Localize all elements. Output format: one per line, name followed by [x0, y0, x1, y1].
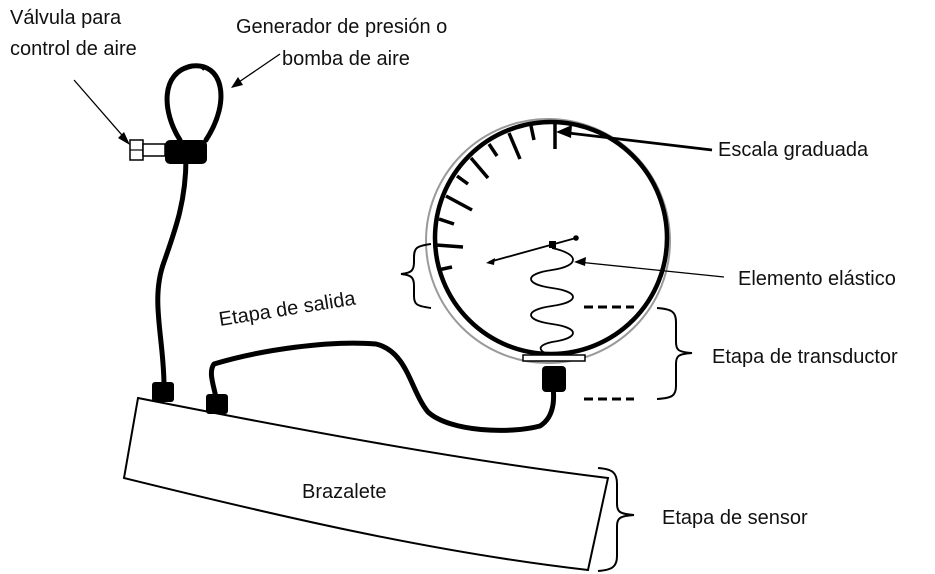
scale-label: Escala graduada	[718, 139, 869, 161]
valve-arrow	[73, 79, 129, 143]
cuff-band	[122, 396, 610, 572]
cuff-to-gauge-tube	[208, 340, 557, 433]
pointer-needle	[486, 235, 579, 265]
annotation-arrows	[73, 53, 725, 278]
valve-label-line2: control de aire	[10, 38, 137, 60]
pump-label-line2: bomba de aire	[282, 48, 410, 70]
output-stage-brace	[400, 243, 432, 309]
graduated-scale	[435, 124, 557, 272]
pump-arrow	[235, 53, 281, 85]
pump-label-line1: Generador de presión o	[236, 16, 447, 38]
transducer-stage-marker	[584, 305, 693, 401]
cuff-label: Brazalete	[302, 481, 387, 503]
transducer-base-plate	[522, 354, 586, 362]
transducer-stage-label: Etapa de transductor	[712, 346, 898, 368]
valve-label-line1: Válvula para	[10, 7, 122, 29]
elastic-element-spring	[530, 247, 574, 357]
sensor-stage-label: Etapa de sensor	[662, 507, 808, 529]
cuff-connector-right	[206, 394, 228, 414]
sensor-stage-brace	[597, 467, 635, 572]
elastic-arrow	[577, 261, 725, 278]
pump-to-cuff-tube	[155, 155, 189, 389]
air-valve	[129, 139, 166, 161]
gauge-connector	[542, 366, 566, 392]
gauge-dial	[425, 118, 671, 364]
cuff-connector-left	[152, 382, 174, 402]
elastic-element-label: Elemento elástico	[738, 268, 896, 290]
scale-arrow	[559, 130, 713, 152]
pump-bulb	[164, 63, 224, 164]
output-stage-label: Etapa de salida	[217, 288, 357, 331]
